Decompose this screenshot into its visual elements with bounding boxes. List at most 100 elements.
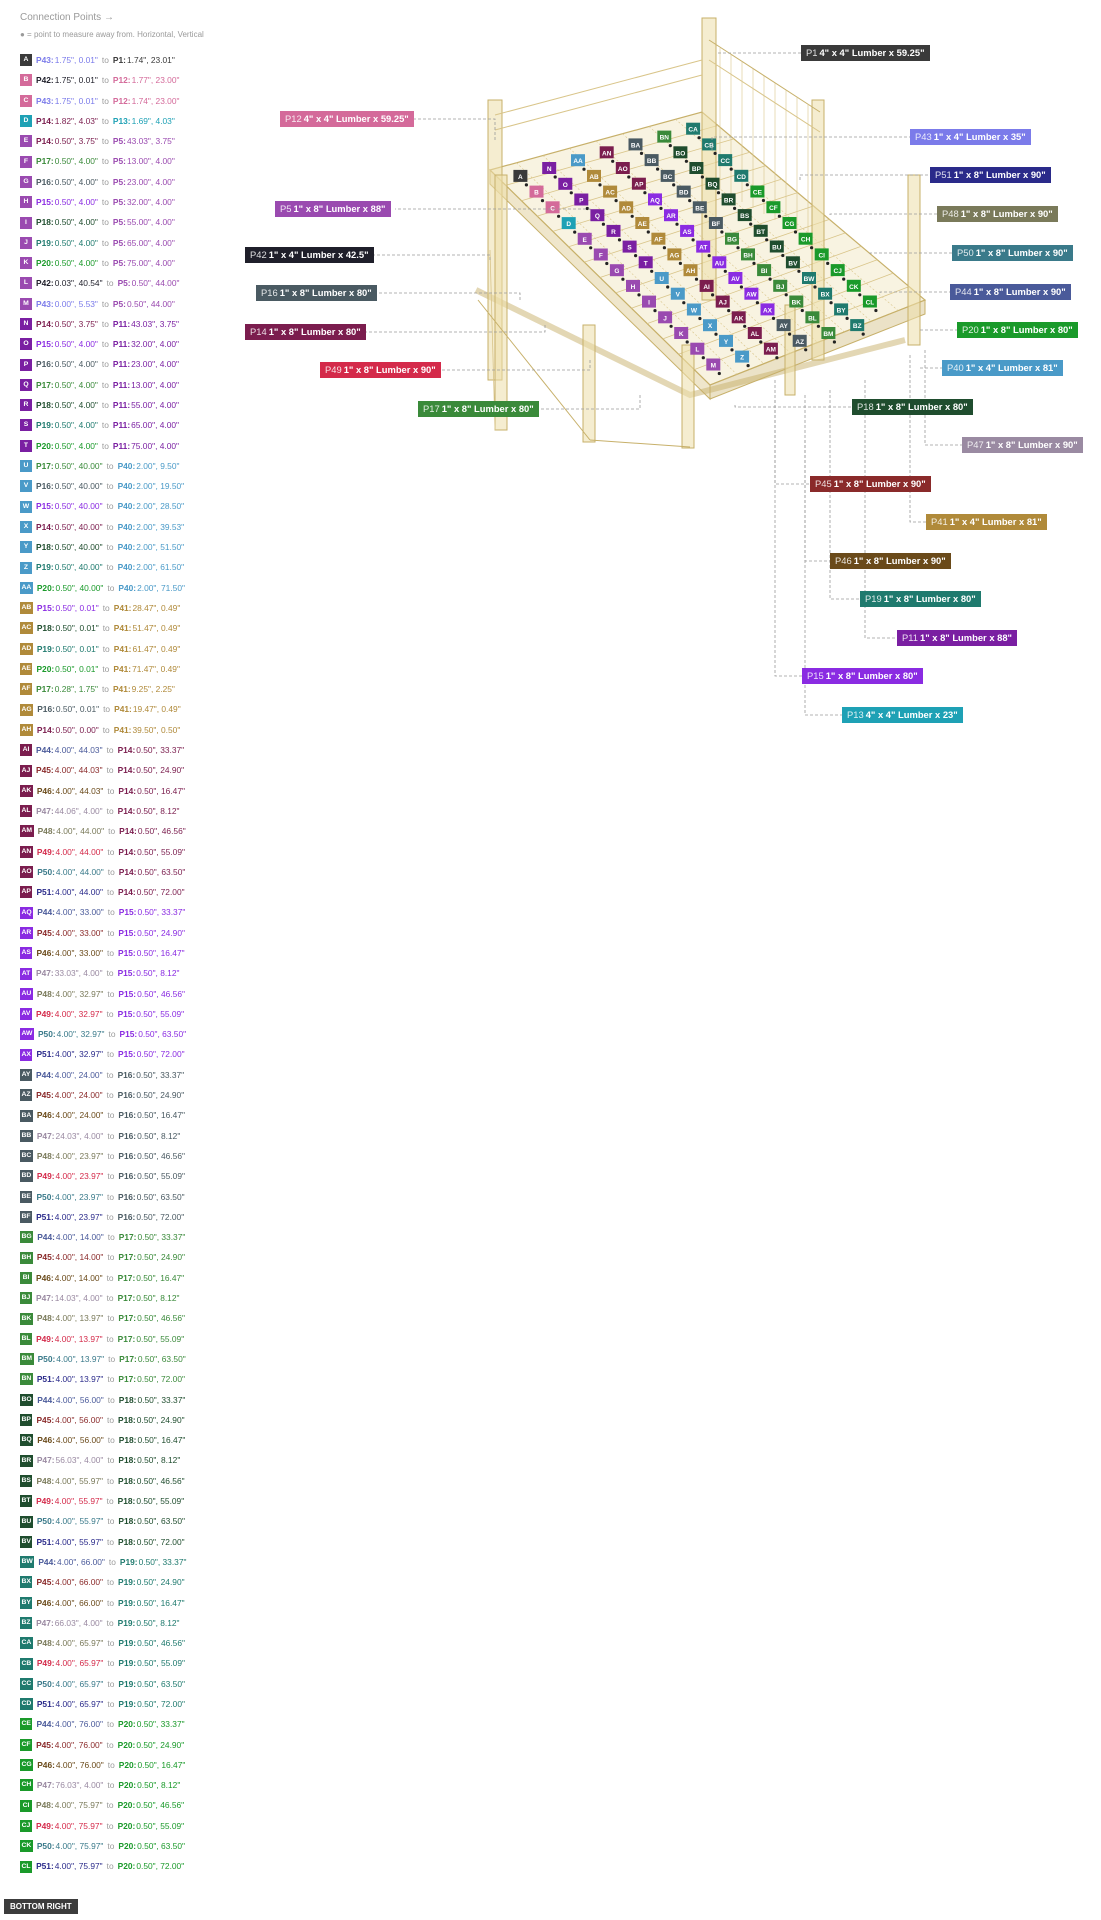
diagram-badge: G — [609, 264, 625, 281]
connection-dot — [768, 277, 772, 281]
part-callout-id: P15 — [807, 670, 824, 681]
connection-to-part: P18: — [118, 1394, 137, 1405]
connection-from-part: P45: — [36, 765, 54, 776]
connection-to-part: P41: — [113, 663, 132, 674]
connection-from-coords: 0.50", 4.00" — [54, 176, 98, 187]
connection-from-coords: 4.00", 32.97" — [56, 1029, 105, 1040]
part-callout-label: 1" x 8" Lumber x 80" — [875, 401, 968, 412]
connection-to-part: P14: — [119, 826, 137, 837]
diagram-badge-label: AX — [763, 307, 773, 314]
part-callout-label: 1" x 8" Lumber x 80" — [883, 593, 976, 604]
connection-from-coords: 0.50", 4.00" — [54, 420, 98, 431]
connection-badge: AF — [20, 683, 33, 696]
frame-line — [489, 249, 496, 431]
diagram-badge: BG — [725, 232, 740, 250]
connection-from-coords: 4.00", 76.00" — [55, 1759, 104, 1770]
diagram-badge-box — [862, 295, 877, 308]
connection-dot — [759, 340, 763, 344]
connection-to-coords: 0.50", 46.56" — [136, 1800, 185, 1811]
leader-line — [869, 252, 952, 254]
diagram-badge-box — [708, 217, 723, 229]
diagram-badge-box — [753, 224, 768, 237]
connection-to-coords: 0.50", 24.90" — [137, 927, 185, 938]
connection-to-part: P13: — [112, 115, 131, 126]
diagram-badge: O — [558, 177, 573, 195]
diagram-badge-box — [606, 224, 621, 237]
diagram-badge-label: I — [648, 300, 650, 307]
connection-to-coords: 43.03", 3.75" — [126, 136, 175, 147]
bottom-right-button[interactable]: BOTTOM RIGHT — [4, 1899, 78, 1914]
connection-from-coords: 14.03", 4.00" — [54, 1293, 103, 1304]
connection-to-word: to — [107, 1455, 115, 1466]
connection-dot — [816, 324, 820, 328]
diagram-badge-box — [718, 154, 733, 167]
connection-to-word: to — [103, 704, 111, 715]
connection-badge: BM — [20, 1353, 34, 1366]
diagram-badge-box — [846, 279, 861, 292]
diagram-badge: A — [513, 169, 528, 187]
connection-to-coords: 55.00", 4.00" — [126, 217, 175, 228]
diagram-badge-box — [830, 264, 845, 277]
part-callout-label: 1" x 8" Lumber x 90" — [985, 439, 1078, 450]
connection-badge: AW — [20, 1028, 34, 1041]
connection-dot — [765, 238, 769, 242]
connection-from-part: P51: — [36, 887, 55, 898]
connection-badge: H — [20, 196, 32, 209]
connection-dot — [826, 261, 830, 265]
connection-to-coords: 0.50", 72.00" — [136, 887, 185, 898]
headboard-rail — [708, 59, 821, 133]
connection-to-coords: 1.74", 23.00" — [131, 95, 180, 106]
connection-to-word: to — [107, 927, 115, 938]
diagram-badge-box — [545, 201, 560, 214]
connection-badge: BG — [20, 1231, 34, 1244]
diagram-badge-label: AU — [715, 260, 725, 267]
leader-line — [864, 380, 897, 639]
connection-badge: K — [20, 257, 32, 270]
connection-to-coords: 0.50", 63.50" — [136, 1191, 185, 1202]
connection-to-word: to — [106, 1739, 114, 1750]
connection-badge: X — [20, 520, 32, 533]
connection-to-coords: 75.00", 4.00" — [131, 440, 179, 451]
connection-to-coords: 0.50", 44.00" — [131, 278, 180, 289]
part-callout-id: P48 — [942, 208, 959, 219]
leader-line — [711, 136, 910, 150]
connection-from-coords: 4.00", 76.00" — [54, 1739, 103, 1750]
diagram-badge-box — [603, 185, 618, 198]
diagram-badge: AO — [615, 162, 631, 179]
connection-to-part: P19: — [118, 1658, 137, 1669]
diagram-badge: K — [674, 327, 689, 344]
diagram-badge: BO — [673, 146, 688, 163]
connection-dot — [627, 175, 631, 179]
slat-edge — [615, 219, 830, 294]
connection-to-part: P5: — [112, 176, 126, 187]
connection-to-coords: 2.00", 71.50" — [137, 582, 185, 593]
